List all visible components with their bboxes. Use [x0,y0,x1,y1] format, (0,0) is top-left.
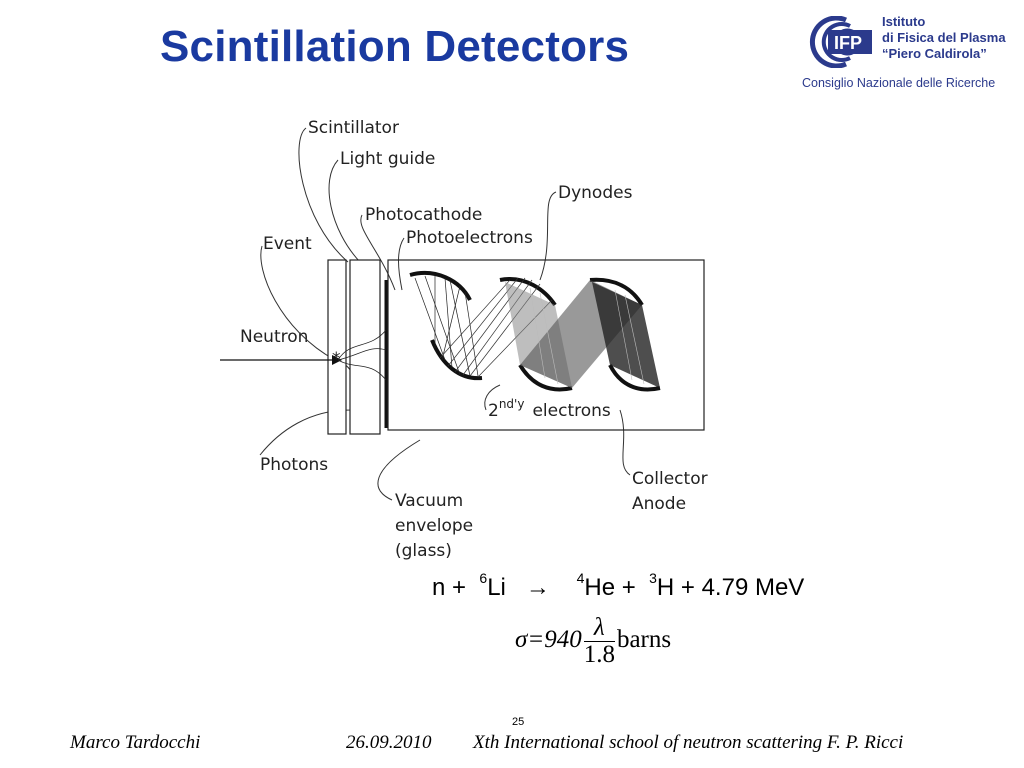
label-scintillator: Scintillator [308,118,399,138]
leader-photocathode [360,214,396,291]
label-anode: Anode [632,494,686,514]
logo-line-caldirola: “Piero Caldirola” [882,46,987,61]
leader-dynodes [539,191,557,281]
leader-event [260,245,336,361]
photon-path [337,359,387,381]
footer-event: Xth International school of neutron scat… [473,732,904,753]
vacuum-envelope [387,259,705,431]
dynode-4 [518,363,573,392]
ifp-logo: IFP Istituto di Fisica del Plasma “Piero… [800,10,1020,100]
photon-path [337,329,387,361]
footer-date: 26.09.2010 [346,732,432,753]
footer-author: Marco Tardocchi [70,732,201,753]
label-photoelectrons: Photoelectrons [406,228,533,248]
ifp-logo-mark-icon: IFP [809,16,872,68]
logo-line-istituto: Istituto [882,14,926,29]
label-dynodes: Dynodes [558,183,633,203]
label-photocathode: Photocathode [365,205,482,225]
dynode-chain [409,271,661,392]
eq-neutron: n [432,574,446,601]
label-envelope: envelope [395,516,473,536]
eq-he-mass: 4 [576,570,585,586]
label-secondary-base: 2 [488,401,499,421]
leader-vacuum [377,439,421,501]
eq-denominator: 1.8 [583,641,615,668]
event-marker-icon: * [332,349,341,369]
electron-path [447,277,519,367]
eq-li-mass: 6 [479,570,488,586]
scintillator-block [327,259,347,435]
eq-li: Li [487,574,506,601]
logo-line-cnr: Consiglio Nazionale delle Ricerche [802,76,996,90]
slide-title: Scintillation Detectors [160,22,630,71]
label-secondary-electrons: 2nd'y electrons [488,397,611,421]
label-photons: Photons [260,455,328,475]
label-electrons: electrons [532,401,610,421]
reaction-equation: n + 6Li → 4He + 3H + 4.79 MeV [432,570,804,602]
logo-line-fisica: di Fisica del Plasma [882,30,1006,45]
dynode-5 [589,277,644,307]
electron-path [439,279,511,359]
label-collector: Collector [632,469,708,489]
dynode-3 [499,277,557,307]
eq-arrow-icon: → [525,574,550,601]
leader-scintillator [298,127,349,263]
eq-h: H [656,574,675,601]
eq-lambda: λ [583,615,615,642]
label-vacuum: Vacuum [395,491,463,511]
neutron-arrowhead-icon [332,355,342,365]
electron-path [464,291,479,377]
eq-plus-3: + [680,574,695,601]
electron-cascade-5 [592,282,660,388]
photon-paths [337,329,387,381]
eq-energy: 4.79 MeV [701,574,805,601]
label-glass: (glass) [395,541,452,561]
electron-path [624,294,645,385]
electron-path [529,287,546,379]
eq-sigma-lhs: σ=940 [515,626,582,654]
electron-path [414,277,446,361]
leader-secondary [484,384,501,411]
label-event: Event [263,234,312,254]
page-number: 25 [512,716,525,728]
eq-plus-1: + [452,574,467,601]
dynode-6 [608,364,661,392]
dynode-1 [409,271,472,301]
scintillation-detector-diagram: Scintillator Light guide Photocathode Ph… [220,118,708,561]
electron-path [441,285,461,361]
leader-light-guide [328,159,361,263]
eq-plus-2: + [621,574,636,601]
labels: Scintillator Light guide Photocathode Ph… [240,118,708,561]
label-neutron: Neutron [240,327,308,347]
label-light-guide: Light guide [340,149,435,169]
ifp-logo-mark-text: IFP [834,33,862,53]
photon-path [337,348,387,361]
electron-path [614,289,633,381]
detector-body: * [220,259,705,435]
electron-path [539,292,559,385]
label-secondary-sup: nd'y [499,397,525,411]
electron-cascade-highlights [529,287,645,385]
electron-path [449,279,471,377]
eq-h-mass: 3 [649,570,657,586]
electron-path [444,277,453,369]
leader-collector [619,409,631,476]
leader-photoelectrons [398,237,405,291]
eq-unit: barns [616,626,672,654]
eq-he: He [584,574,616,601]
